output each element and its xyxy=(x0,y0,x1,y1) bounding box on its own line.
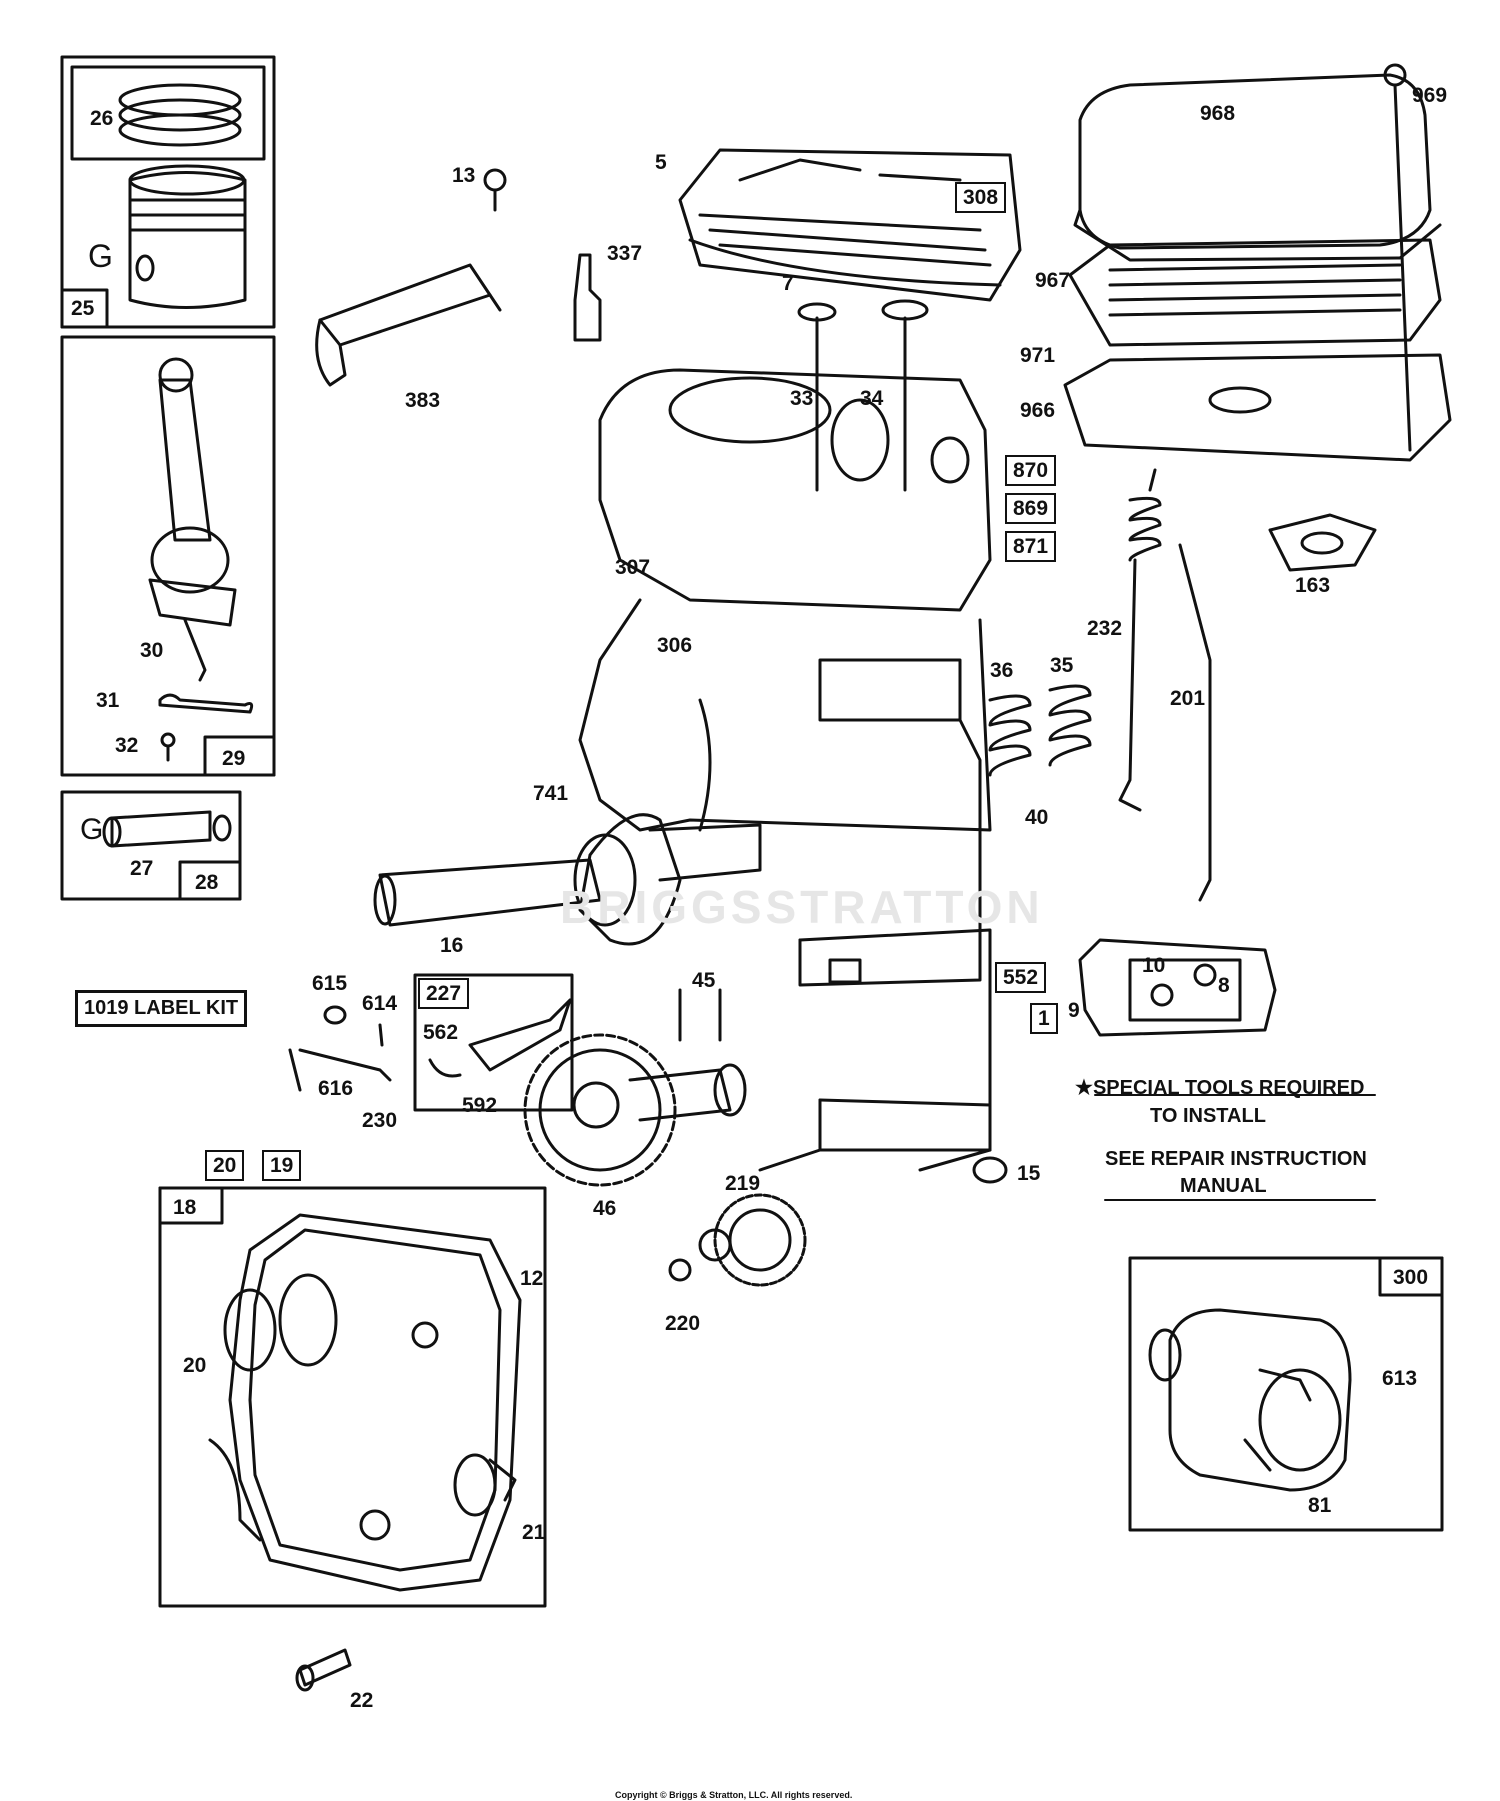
part-label-34: 34 xyxy=(860,387,884,410)
part-label-971: 971 xyxy=(1020,344,1056,367)
label-box-outlines xyxy=(1094,1094,1376,1201)
muffler-group xyxy=(1128,1256,1444,1532)
connecting-rod-group xyxy=(60,335,276,777)
part-label-20-box: 20 xyxy=(205,1150,245,1181)
part-label-8: 8 xyxy=(1218,974,1230,997)
part-label-21: 21 xyxy=(522,1521,546,1544)
part-label-741: 741 xyxy=(533,782,569,805)
part-label-28: 28 xyxy=(195,871,219,894)
wrist-pin-group xyxy=(60,790,242,901)
crankshaft xyxy=(373,813,762,946)
part-label-12: 12 xyxy=(520,1267,544,1290)
part-label-81: 81 xyxy=(1308,1494,1332,1517)
part-label-307: 307 xyxy=(615,556,651,579)
part-label-20: 20 xyxy=(183,1354,207,1377)
part-label-25: 25 xyxy=(71,297,95,320)
part-label-9: 9 xyxy=(1068,999,1080,1022)
cylinder-head xyxy=(678,148,1022,302)
part-label-5: 5 xyxy=(655,151,667,174)
part-label-871: 871 xyxy=(1005,531,1057,562)
valve-springs xyxy=(988,468,1212,902)
part-label-230: 230 xyxy=(362,1109,398,1132)
part-label-227: 227 xyxy=(418,978,470,1009)
piston-ring-group xyxy=(60,55,276,329)
part-label-232: 232 xyxy=(1087,617,1123,640)
governor-levers xyxy=(288,973,574,1112)
part-label-613: 613 xyxy=(1382,1367,1418,1390)
part-label-616: 616 xyxy=(318,1077,354,1100)
part-label-308: 308 xyxy=(955,182,1007,213)
part-label-300: 300 xyxy=(1393,1266,1429,1289)
part-label-219: 219 xyxy=(725,1172,761,1195)
part-label-201: 201 xyxy=(1170,687,1206,710)
tappet-gear xyxy=(668,1193,807,1287)
breather-assembly xyxy=(1078,938,1277,1037)
cam-gear xyxy=(523,988,747,1187)
part-label-35: 35 xyxy=(1050,654,1074,677)
part-label-869: 869 xyxy=(1005,493,1057,524)
special-tools-note: ★SPECIAL TOOLS REQUIRED xyxy=(1075,1077,1365,1099)
part-label-1: 1 xyxy=(1030,1003,1058,1034)
part-label-614: 614 xyxy=(362,992,398,1015)
part-label-615: 615 xyxy=(312,972,348,995)
crankcase-cover xyxy=(158,1186,547,1608)
part-label-g: G xyxy=(88,238,113,274)
part-label-29: 29 xyxy=(222,747,246,770)
label-kit-badge: 1019 LABEL KIT xyxy=(75,990,248,1027)
cylinder-block xyxy=(578,368,992,1172)
part-label-552: 552 xyxy=(995,962,1047,993)
part-label-g2: G xyxy=(80,813,104,846)
part-label-968: 968 xyxy=(1200,102,1236,125)
watermark: BRIGGSSTRATTON xyxy=(560,881,1044,933)
part-label-22: 22 xyxy=(350,1689,374,1712)
part-label-7: 7 xyxy=(782,272,794,295)
part-label-40: 40 xyxy=(1025,806,1049,829)
copyright-notice: Copyright © Briggs & Stratton, LLC. All … xyxy=(615,1790,853,1800)
part-label-969: 969 xyxy=(1412,84,1448,107)
part-label-10: 10 xyxy=(1142,954,1166,977)
part-label-27: 27 xyxy=(130,857,154,880)
part-label-13: 13 xyxy=(452,164,476,187)
special-tools-line2: TO INSTALL xyxy=(1150,1105,1266,1127)
air-cleaner-assembly xyxy=(1063,63,1452,572)
part-label-967: 967 xyxy=(1035,269,1071,292)
screws xyxy=(295,1156,1008,1692)
part-label-26: 26 xyxy=(90,107,114,130)
part-label-46: 46 xyxy=(593,1197,617,1220)
part-label-163: 163 xyxy=(1295,574,1331,597)
part-label-30: 30 xyxy=(140,639,164,662)
part-label-19: 19 xyxy=(262,1150,302,1181)
part-label-562: 562 xyxy=(423,1021,459,1044)
part-label-306: 306 xyxy=(657,634,693,657)
part-label-31: 31 xyxy=(96,689,120,712)
part-label-592: 592 xyxy=(462,1094,498,1117)
spark-plug-and-wrench xyxy=(315,168,602,387)
special-tools-line1: SPECIAL TOOLS REQUIRED xyxy=(1092,1077,1365,1099)
valves xyxy=(797,299,929,492)
part-label-337: 337 xyxy=(607,242,643,265)
part-label-220: 220 xyxy=(665,1312,701,1335)
part-label-45: 45 xyxy=(692,969,716,992)
part-label-18: 18 xyxy=(173,1196,197,1219)
part-label-32: 32 xyxy=(115,734,139,757)
part-label-16: 16 xyxy=(440,934,464,957)
part-label-870: 870 xyxy=(1005,455,1057,486)
part-label-966: 966 xyxy=(1020,399,1056,422)
part-label-383: 383 xyxy=(405,389,441,412)
part-label-33: 33 xyxy=(790,387,814,410)
repair-manual-line2: MANUAL xyxy=(1180,1175,1267,1197)
part-label-15: 15 xyxy=(1017,1162,1041,1185)
repair-manual-line1: SEE REPAIR INSTRUCTION xyxy=(1105,1148,1367,1170)
part-label-36: 36 xyxy=(990,659,1014,682)
